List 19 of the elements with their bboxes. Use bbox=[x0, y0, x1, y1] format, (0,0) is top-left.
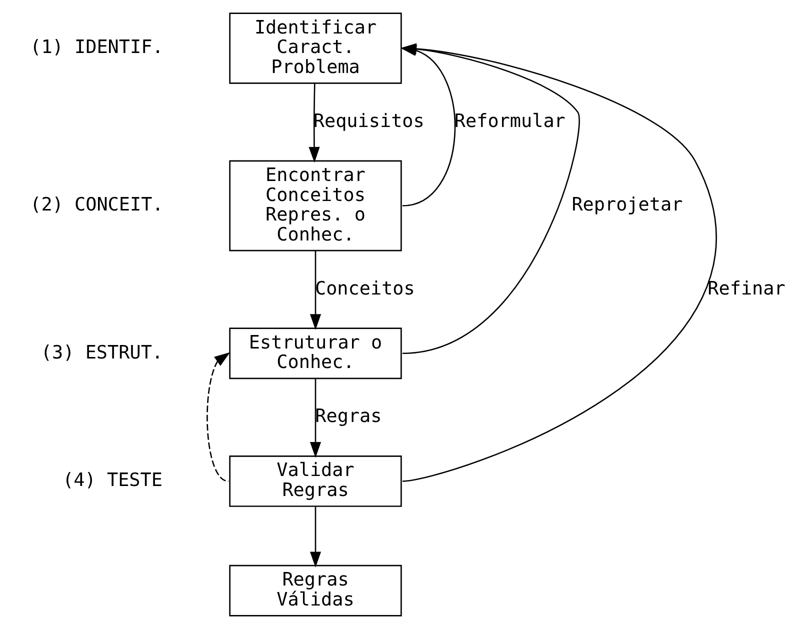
arrow bbox=[309, 250, 321, 330]
edge-label: Reprojetar bbox=[571, 194, 682, 216]
label: (1) IDENTIF. bbox=[30, 37, 163, 58]
edge-label: Reformular bbox=[454, 110, 565, 132]
label: (4) TESTE bbox=[62, 470, 162, 492]
edge-label: Refinar bbox=[707, 278, 785, 300]
node-box: Estruturar o Conhec. bbox=[228, 328, 402, 380]
edge-label: Conceitos bbox=[314, 278, 414, 300]
arrow bbox=[309, 378, 321, 458]
label: (3) ESTRUT. bbox=[40, 342, 163, 364]
edge-label: Regras bbox=[314, 406, 382, 428]
arrow bbox=[308, 83, 320, 163]
arrow bbox=[206, 352, 230, 482]
label: (2) CONCEIT. bbox=[30, 194, 163, 216]
node-box: Encontrar Conceitos Repres. o Conhec. bbox=[228, 160, 402, 252]
node-box: Validar Regras bbox=[228, 456, 402, 507]
arrow bbox=[309, 506, 321, 568]
node-box: Regras Válidas bbox=[228, 564, 402, 616]
node-box: Identificar Caract. Problema bbox=[228, 12, 402, 84]
